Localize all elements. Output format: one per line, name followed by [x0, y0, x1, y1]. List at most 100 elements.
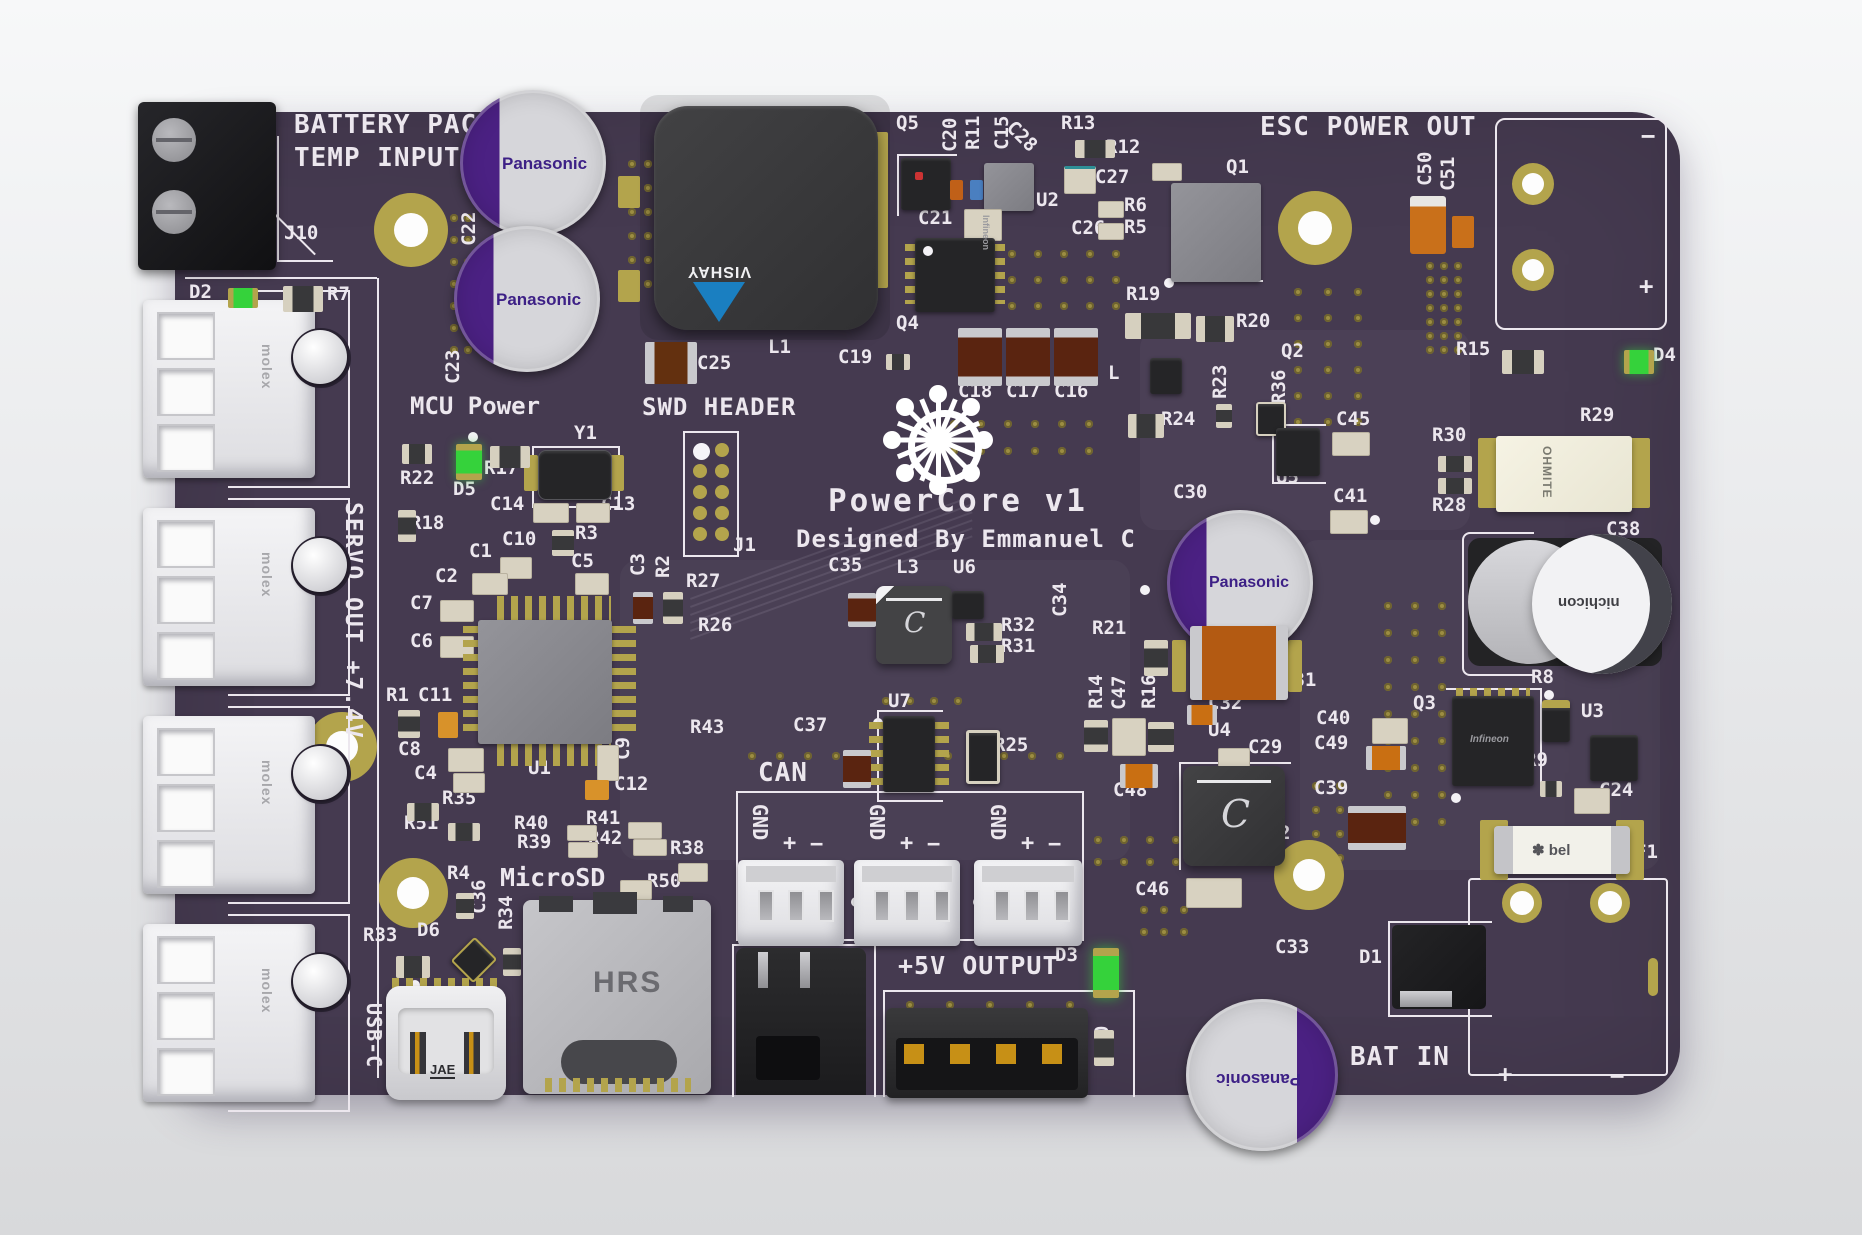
fiducial-dot — [1164, 278, 1174, 288]
servo-connector-2: molex — [143, 508, 351, 686]
molex-logo: molex — [259, 760, 275, 806]
via — [1454, 332, 1462, 340]
resistor-r31 — [970, 645, 1004, 663]
via — [1294, 392, 1302, 400]
cap-c10 — [552, 530, 574, 556]
ref-label: R39 — [517, 831, 552, 853]
silk-heading: MCU Power — [410, 392, 541, 420]
silk-heading: USB-C — [362, 1003, 386, 1069]
via — [1160, 906, 1168, 914]
ref-label: C26 — [1071, 217, 1106, 239]
via — [1440, 346, 1448, 354]
ref-label: C27 — [1095, 166, 1130, 188]
cap-c22: Panasonic — [460, 90, 606, 236]
inductor-logo: C — [904, 606, 926, 639]
ref-label: U2 — [1036, 189, 1059, 211]
via — [977, 420, 985, 428]
panasonic-logo: Panasonic — [496, 290, 582, 309]
via — [1336, 830, 1344, 838]
can-connector-1 — [738, 860, 844, 946]
5v-connector — [886, 1008, 1088, 1098]
led-d3 — [1093, 948, 1119, 998]
cap-c38-face: nichicon — [1532, 534, 1672, 674]
ref-label: GND — [986, 804, 1010, 841]
ref-label: R30 — [1432, 424, 1467, 446]
cap-c1 — [500, 557, 532, 579]
via — [1426, 276, 1434, 284]
ref-label: − — [1610, 1062, 1625, 1090]
pad — [618, 270, 640, 302]
ref-label: R2 — [652, 555, 674, 578]
inductor-l1: VISHAY — [654, 106, 878, 330]
ic-infineon-q4: Infineon — [915, 215, 995, 312]
via — [1354, 418, 1362, 426]
resistor-r12 — [1152, 163, 1182, 181]
silk-heading: +5V OUTPUT — [898, 951, 1059, 980]
microsd-socket: HRS — [523, 892, 711, 1094]
inductor-logo: C — [1221, 792, 1251, 836]
resistor-r17 — [490, 446, 530, 468]
via — [644, 256, 652, 264]
bat-hole-neg — [1590, 883, 1630, 923]
via — [1454, 318, 1462, 326]
ref-label: C19 — [838, 346, 873, 368]
via — [1426, 346, 1434, 354]
ref-label: C38 — [1606, 518, 1641, 540]
ref-label: C21 — [918, 207, 953, 229]
ref-label: C16 — [1054, 380, 1089, 402]
via — [450, 280, 458, 288]
led-d2 — [228, 288, 258, 308]
silk-heading: TEMP INPUT — [294, 143, 461, 173]
panasonic-logo: Panasonic — [502, 154, 588, 173]
via — [1354, 314, 1362, 322]
resistor-r42p — [633, 839, 667, 856]
via — [1411, 710, 1419, 718]
via — [1112, 276, 1120, 284]
resistor-r18 — [398, 510, 416, 542]
via — [1120, 836, 1128, 844]
via — [1384, 656, 1392, 664]
via — [1411, 818, 1419, 826]
via — [1411, 656, 1419, 664]
resistor-r41p — [628, 822, 662, 839]
ohmite-logo: OHMITE — [1540, 446, 1554, 499]
ic-u3 — [1590, 735, 1638, 781]
via — [1028, 752, 1036, 760]
ref-label: R34 — [495, 895, 517, 930]
part-r8 — [1542, 700, 1570, 742]
via — [1294, 314, 1302, 322]
ref-label: C14 — [490, 493, 525, 515]
ref-label: R8 — [1531, 666, 1554, 688]
ic-u2 — [984, 163, 1034, 211]
via — [1438, 656, 1446, 664]
silk-outline-servo4 — [228, 914, 350, 1112]
cap-small — [950, 180, 963, 200]
via — [1086, 250, 1094, 258]
ic-u6 — [952, 591, 984, 619]
mounting-hole — [1274, 840, 1344, 910]
silk-line-j10b — [279, 260, 333, 262]
ref-label: R36 — [1268, 369, 1290, 404]
silk-outline-swd — [683, 431, 739, 557]
silk-heading: ESC POWER OUT — [1260, 112, 1477, 142]
via — [450, 214, 458, 222]
silk-heading: SWD HEADER — [642, 393, 797, 421]
resistor-r51 — [448, 823, 480, 841]
can-connector-3 — [974, 860, 1082, 946]
via — [986, 1001, 994, 1009]
cap-c3 — [633, 592, 653, 624]
mounting-hole — [374, 193, 448, 267]
via — [1354, 366, 1362, 374]
via — [1440, 262, 1448, 270]
cap-c7 — [440, 600, 474, 622]
via — [1180, 928, 1188, 936]
ref-label: R32 — [1001, 614, 1036, 636]
via — [1004, 420, 1012, 428]
via — [1160, 928, 1168, 936]
via — [906, 1001, 914, 1009]
bat-hole-pos — [1502, 883, 1542, 923]
esc-hole-neg — [1512, 163, 1554, 205]
panasonic-logo: Panasonic — [1209, 574, 1290, 591]
ic-pins — [905, 244, 915, 304]
silk-outline-5v — [883, 990, 1135, 1097]
